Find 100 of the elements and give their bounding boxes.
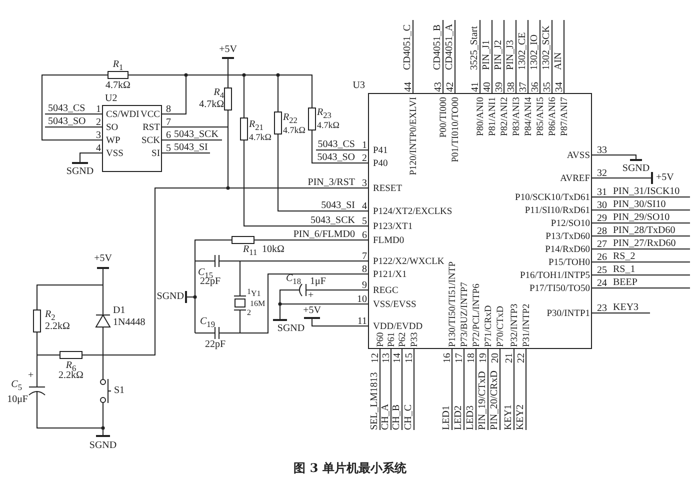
pin-number: 27	[597, 240, 607, 250]
pin-number: 35	[542, 82, 552, 92]
net-label: 5043_SI	[321, 201, 355, 211]
pin-name: P80/ANI0	[476, 97, 486, 136]
pin-number: 11	[357, 317, 367, 327]
pin-name: RESET	[373, 184, 402, 194]
wire	[36, 410, 104, 428]
wire	[194, 240, 214, 262]
pin-name: AVSS	[566, 151, 590, 161]
pin-number: 2	[362, 154, 367, 164]
component-label: C$_{5}$	[11, 380, 22, 393]
pin-name: P13/TxD60	[546, 232, 590, 242]
net-label: RS_1	[613, 265, 636, 275]
wire	[278, 144, 368, 212]
pin-name: P61	[387, 332, 397, 347]
net-label: KEY1	[504, 404, 514, 430]
pin-number: 1	[362, 141, 367, 151]
pin-number: 3	[96, 131, 101, 141]
pin-number: 22	[516, 353, 526, 363]
pin-number: 20	[490, 353, 500, 363]
pin-name: P14/RxD60	[545, 245, 590, 255]
chip-label: U2	[105, 94, 118, 104]
pin-number: 23	[597, 304, 607, 314]
component-value: 10μF	[7, 395, 28, 405]
component-label: R$_{23}$	[317, 108, 332, 121]
component-value: 16M	[250, 299, 266, 309]
pin-number: 16	[442, 353, 452, 363]
component-value: 4.7kΩ	[317, 120, 340, 130]
net-label: PIN_J3	[506, 40, 516, 70]
net-label: SEL_LM1813	[370, 372, 380, 430]
pin-number: 31	[597, 188, 607, 198]
net-label: 5043_SI	[174, 143, 208, 153]
pin-number: 24	[597, 279, 607, 289]
pin-name: P12/SO10	[550, 219, 590, 229]
polarity-mark: +	[28, 371, 34, 381]
pin-number: 41	[470, 82, 480, 92]
net-label: 1302_IO	[530, 34, 540, 70]
component-value: 10kΩ	[262, 245, 284, 255]
component-value: 1N4448	[113, 318, 146, 328]
pin-number: 28	[597, 227, 607, 237]
net-label: LED3	[466, 406, 476, 430]
pin-number: 17	[454, 353, 464, 363]
pin-number: 36	[530, 82, 540, 92]
pin-number: 39	[494, 82, 504, 92]
pin-name: P82/ANI2	[500, 97, 510, 136]
pin-name: P62	[398, 332, 408, 347]
net-label: LED2	[454, 406, 464, 430]
net-label: CH_A	[380, 404, 390, 430]
pin-name: AVREF	[560, 174, 590, 184]
net-label: 3525_Start	[470, 26, 480, 70]
wire	[36, 350, 38, 370]
chip-label: U3	[352, 81, 365, 91]
pin-number: 4	[362, 202, 367, 212]
net-label: RS_2	[613, 252, 636, 262]
net-label: BEEP	[613, 278, 638, 288]
net-label: 5043_CS	[48, 104, 86, 114]
pin-number: 42	[446, 82, 456, 92]
pin-number: 26	[597, 253, 607, 263]
net-label: PIN_J1	[482, 40, 492, 70]
net-label: PIN_30/SI10	[613, 200, 666, 210]
component-label: D1	[113, 306, 126, 316]
net-label: CD4051_B	[432, 24, 442, 70]
ground-label: SGND	[66, 167, 94, 177]
net-label: KEY3	[613, 303, 639, 313]
pin-number: 10	[357, 295, 367, 305]
ground-label: SGND	[277, 324, 305, 334]
pin-name: P83/ANI3	[512, 97, 522, 136]
pin-name: REGC	[373, 286, 398, 296]
net-label: 5043_SO	[48, 117, 86, 127]
net-label: PIN_3/RST	[308, 178, 355, 188]
pin-number: 21	[504, 353, 514, 363]
net-label: CD4051_C	[402, 24, 412, 70]
net-label: KEY2	[516, 404, 526, 430]
pin-name: P32/INTP3	[510, 304, 520, 347]
net-label: PIN_28/TxD60	[613, 226, 676, 236]
pin-name: P00/TI000	[439, 97, 449, 138]
pin-number: 8	[166, 105, 171, 115]
pin-number: 2	[96, 118, 101, 128]
pin-name: P31/INTP2	[522, 304, 532, 347]
net-label: CH_C	[404, 404, 414, 430]
pin-number: 38	[506, 82, 516, 92]
pin-name: VCC	[140, 110, 160, 120]
net-label: 1302_CE	[518, 32, 528, 70]
component-label: C$_{19}$	[200, 317, 215, 330]
pin-number: 6	[166, 131, 171, 141]
net-label: 1302_SCK	[542, 26, 552, 70]
power-label: +5V	[219, 45, 237, 55]
net-label: CH_B	[392, 404, 402, 430]
net-label: CD4051_A	[444, 24, 454, 70]
pin-name: P81/ANI1	[488, 97, 498, 136]
component-label: C$_{18}$	[286, 274, 301, 287]
pin-name: P10/SCK10/TxD61	[515, 193, 590, 203]
wire	[36, 284, 104, 292]
wire	[312, 138, 368, 164]
component-value: 22pF	[205, 340, 226, 350]
pin-number: 8	[362, 265, 367, 275]
net-label: 5043_SCK	[310, 216, 355, 226]
pin-name: P01/TI010/TO00	[451, 97, 461, 162]
figure-caption: 图 3 单片机最小系统	[294, 460, 406, 477]
pin-name: SO	[106, 123, 118, 133]
